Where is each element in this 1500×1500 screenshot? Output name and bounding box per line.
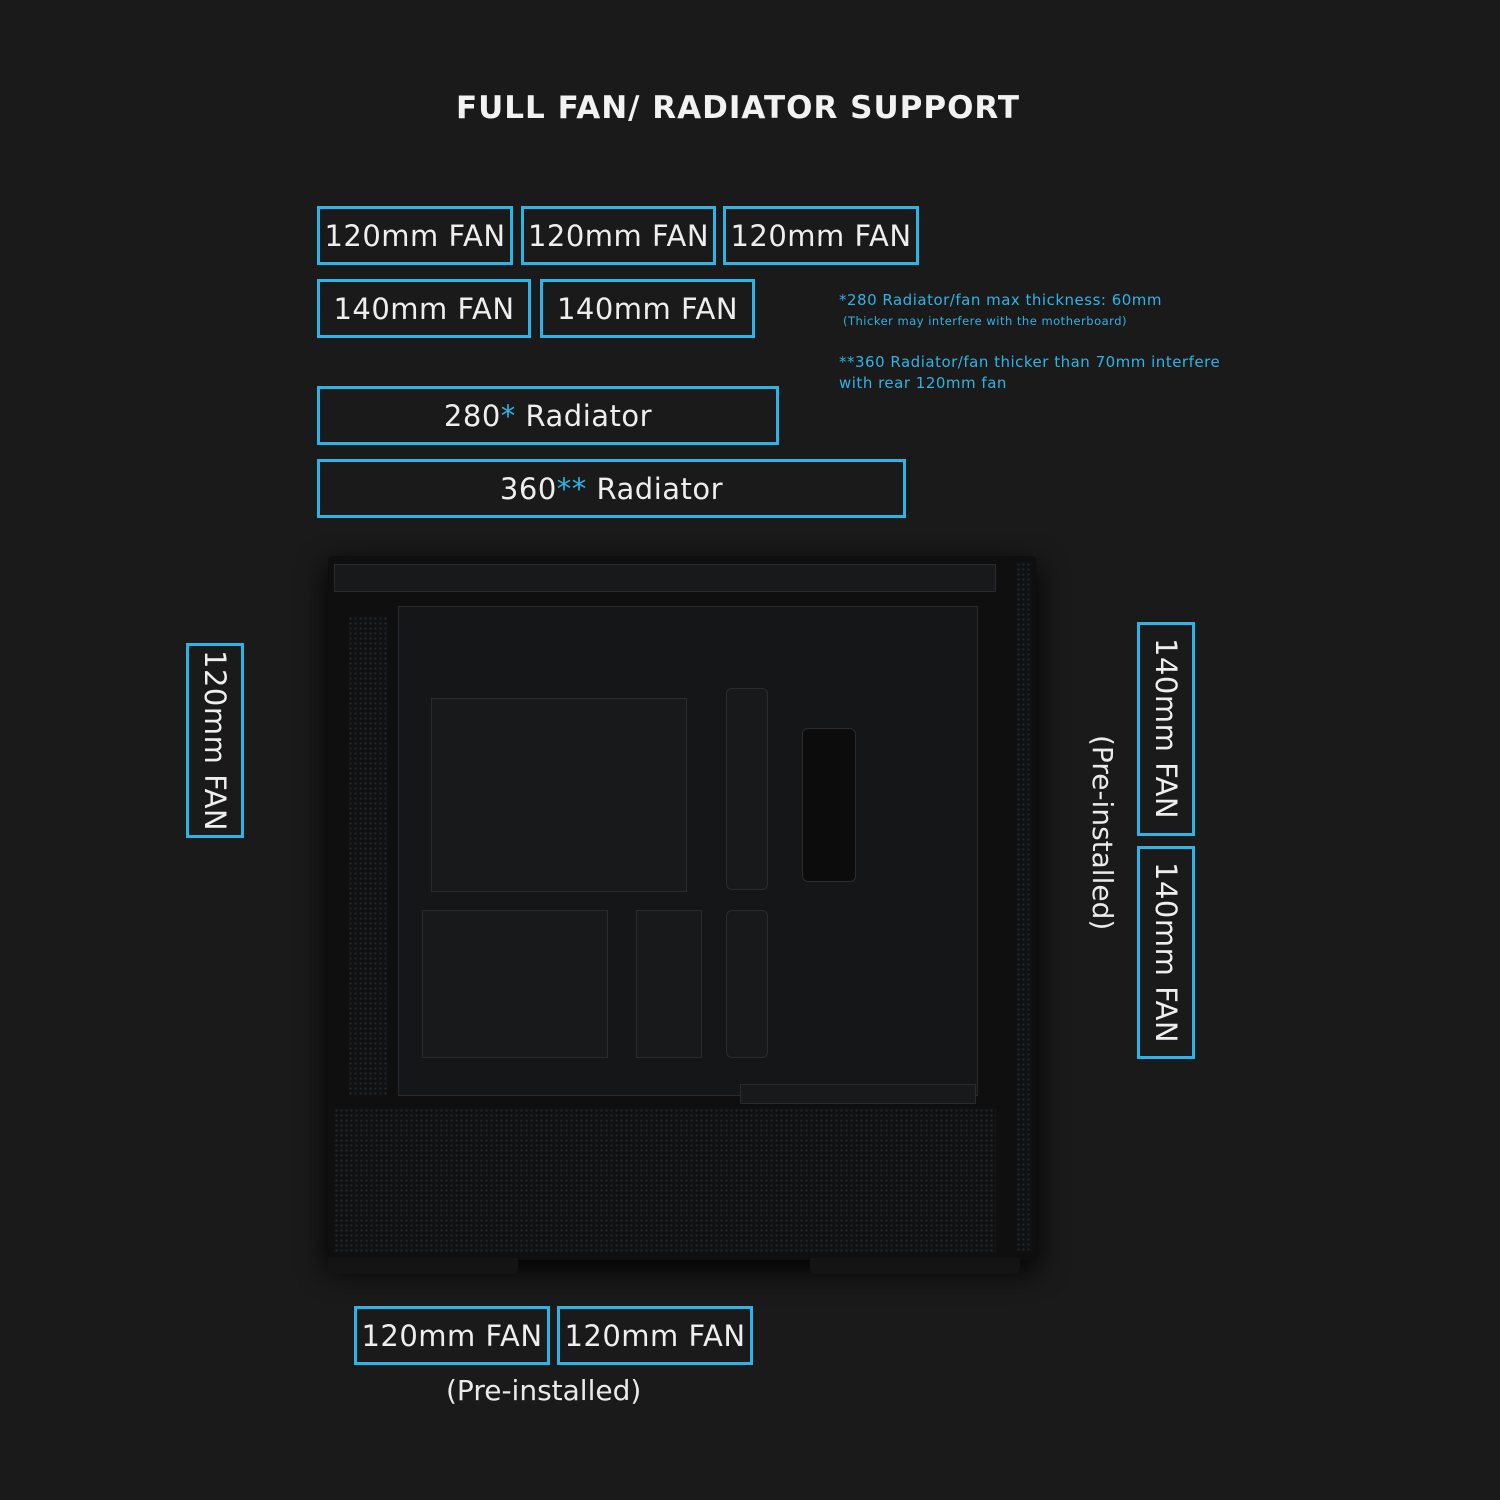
- radiator-280-label: Radiator: [525, 398, 653, 433]
- pc-case-illustration: [328, 556, 1036, 1274]
- cutout-bottom-right: [636, 910, 702, 1058]
- note-360: **360 Radiator/fan thicker than 70mm int…: [839, 353, 1221, 392]
- bottom-120mm-fan-box-2: 120mm FAN: [557, 1306, 753, 1365]
- case-top-rail: [334, 564, 996, 592]
- grommet-upper: [726, 688, 768, 890]
- cutout-bottom-left: [422, 910, 608, 1058]
- psu-shroud-mesh: [334, 1108, 996, 1254]
- radiator-280-box: 280* Radiator: [317, 386, 779, 445]
- page-title: FULL FAN/ RADIATOR SUPPORT: [455, 90, 1021, 126]
- psu-shroud-top: [740, 1084, 976, 1104]
- cutout-top: [431, 698, 687, 892]
- radiator-360-mark: **: [556, 471, 587, 506]
- case-foot-left: [328, 1258, 518, 1274]
- case-foot-right: [810, 1258, 1020, 1274]
- note-280-text: *280 Radiator/fan max thickness: 60mm: [839, 291, 1163, 309]
- front-panel-mesh: [1016, 562, 1032, 1252]
- bottom-preinstalled-label: (Pre-installed): [446, 1374, 642, 1407]
- front-140mm-fan-box-1: 140mm FAN: [1137, 622, 1195, 836]
- note-280-subtext: (Thicker may interfere with the motherbo…: [843, 314, 1127, 328]
- grommet-lower: [726, 910, 768, 1058]
- rear-120mm-fan-box: 120mm FAN: [186, 643, 244, 838]
- note-280: *280 Radiator/fan max thickness: 60mm (T…: [839, 290, 1162, 332]
- top-120mm-fan-box-3: 120mm FAN: [723, 206, 919, 265]
- rear-fan-mount: [348, 616, 388, 1096]
- radiator-360-box: 360** Radiator: [317, 459, 906, 518]
- bottom-120mm-fan-box-1: 120mm FAN: [354, 1306, 550, 1365]
- front-preinstalled-label: (Pre-installed): [1086, 735, 1119, 931]
- radiator-360-size: 360: [499, 471, 557, 506]
- radiator-280-mark: *: [500, 398, 516, 433]
- top-120mm-fan-box-1: 120mm FAN: [317, 206, 513, 265]
- front-140mm-fan-box-2: 140mm FAN: [1137, 846, 1195, 1059]
- radiator-360-label: Radiator: [596, 471, 724, 506]
- radiator-280-size: 280: [443, 398, 501, 433]
- top-140mm-fan-box-1: 140mm FAN: [317, 279, 531, 338]
- top-140mm-fan-box-2: 140mm FAN: [540, 279, 755, 338]
- top-120mm-fan-box-2: 120mm FAN: [521, 206, 716, 265]
- cable-opening: [802, 728, 856, 882]
